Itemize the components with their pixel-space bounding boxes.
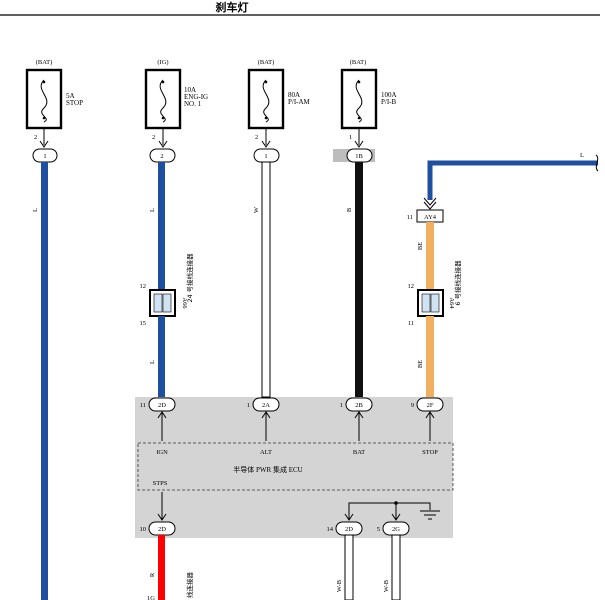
- fuse-1-symbol: [40, 79, 48, 123]
- wire-2-color-lower: L: [149, 360, 156, 364]
- wire-1-blue: [41, 162, 48, 600]
- connector-chevron: [423, 197, 437, 210]
- ecu-input-stop: 9 2F STOP: [411, 397, 444, 456]
- fuse-4-source: (BAT): [350, 59, 367, 66]
- svg-text:1: 1: [43, 153, 46, 160]
- svg-text:IGN: IGN: [156, 449, 168, 456]
- svg-text:STPS: STPS: [153, 480, 168, 487]
- connector-ay4-pin: 11: [407, 214, 413, 221]
- a64-pin-top: 12: [408, 283, 415, 290]
- svg-text:11: 11: [140, 402, 146, 409]
- wire-wb-left: [344, 534, 354, 600]
- fuse-3-source: (BAT): [258, 59, 275, 66]
- fuse-2-symbol: [159, 79, 167, 123]
- fuse-3-rating: 80A: [288, 91, 300, 99]
- fuse-4-symbol: [355, 79, 363, 123]
- fuse-1-name: STOP: [66, 99, 83, 107]
- ecu-dashed-box: [137, 442, 454, 491]
- wire-5-color-lower: BE: [417, 360, 424, 368]
- svg-text:AY4: AY4: [424, 214, 437, 221]
- wire-external-color: L: [580, 152, 584, 159]
- wire-2-color-upper: L: [149, 208, 156, 212]
- wire-2-blue-lower: [158, 316, 165, 397]
- a66-pin-bottom: 15: [140, 320, 147, 327]
- fuse-3-symbol: [262, 79, 270, 123]
- bottom-pin: 1G: [147, 595, 155, 600]
- a64-label: 6 号接线连接器: [453, 260, 462, 306]
- wire-wb-left-label: W-B: [336, 579, 343, 592]
- ecu-output-stps: STPS 10 2D: [140, 480, 176, 536]
- a66-id: A66: [181, 297, 188, 309]
- wire-4-color: B: [346, 207, 353, 212]
- fuse-1-rating: 5A: [66, 92, 75, 100]
- wire-stps-color: R: [149, 572, 156, 577]
- ecu-output-ground-2g: 5 2G: [377, 521, 410, 536]
- wire-1-color: L: [32, 208, 39, 212]
- fuse-2-pin: 2: [152, 134, 155, 141]
- fuse-1-source: (BAT): [36, 59, 53, 66]
- a64-pin-bottom: 11: [408, 320, 414, 327]
- svg-text:2A: 2A: [262, 402, 270, 409]
- fuse-2-source: (IG): [157, 59, 168, 66]
- svg-text:ALT: ALT: [260, 449, 272, 456]
- ecu-output-ground-2d: 14 2D: [327, 521, 363, 536]
- svg-text:2F: 2F: [427, 402, 434, 409]
- wire-wb-right-label: W-B: [383, 579, 390, 592]
- svg-text:2D: 2D: [345, 526, 353, 533]
- svg-text:14: 14: [327, 526, 334, 533]
- fuse-4-pin: 1: [349, 134, 352, 141]
- wire-5-color-upper: BE: [417, 242, 424, 250]
- wire-break-mark: [595, 154, 599, 172]
- svg-text:2G: 2G: [392, 526, 400, 533]
- svg-text:9: 9: [411, 402, 414, 409]
- ground-bus: [348, 502, 431, 520]
- wire-4-black: [355, 162, 363, 397]
- fuse-3: [247, 68, 285, 130]
- svg-text:1: 1: [340, 402, 343, 409]
- ecu-input-bat: 1 2B BAT: [340, 397, 373, 456]
- fuse-2: [144, 68, 182, 130]
- fuse-2-name-2: NO. 1: [184, 100, 202, 108]
- fuse-2-rating: 10A: [184, 86, 196, 94]
- fuse-1: [25, 68, 63, 130]
- fuse-3-name: P/I-AM: [288, 98, 311, 106]
- svg-text:2D: 2D: [158, 526, 166, 533]
- svg-text:2D: 2D: [158, 402, 166, 409]
- svg-text:STOP: STOP: [422, 449, 438, 456]
- fuse-4: [340, 68, 378, 130]
- a64-id: A64: [448, 297, 455, 309]
- svg-text:2B: 2B: [355, 402, 363, 409]
- svg-text:1B: 1B: [355, 153, 363, 160]
- ground-icon: [420, 510, 440, 520]
- wire-wb-right: [391, 534, 401, 600]
- fuse-3-pin: 2: [255, 134, 258, 141]
- fuse-2-name-1: ENG-IG: [184, 93, 208, 101]
- wire-2-blue-upper: [158, 162, 165, 290]
- fuse-4-name: P/I-B: [381, 98, 397, 106]
- ecu-name: 半导体 PWR 集成 ECU: [233, 465, 302, 474]
- svg-text:5: 5: [377, 526, 380, 533]
- svg-text:10: 10: [140, 526, 147, 533]
- a66-pin-top: 12: [140, 283, 147, 290]
- ecu-input-alt: 1 2A ALT: [247, 397, 280, 456]
- wire-5-orange-upper: [426, 222, 434, 290]
- svg-text:1: 1: [247, 402, 250, 409]
- ecu-input-ign: 11 2D IGN: [140, 397, 176, 456]
- svg-text:2: 2: [160, 153, 163, 160]
- wire-stps-red: [158, 535, 165, 600]
- wire-3-white: [261, 161, 271, 398]
- fuse-4-rating: 100A: [381, 91, 397, 99]
- wire-external-blue: [427, 160, 598, 200]
- svg-text:BAT: BAT: [353, 449, 365, 456]
- svg-text:1: 1: [264, 153, 267, 160]
- page-title: 刹车灯: [216, 0, 249, 14]
- wire-5-orange-lower: [426, 316, 434, 397]
- wire-3-color: W: [253, 206, 260, 213]
- bottom-connector-label: 线连接器: [185, 572, 194, 599]
- a66-label: 24 号接线连接器: [185, 253, 194, 303]
- fuse-1-pin: 2: [34, 134, 37, 141]
